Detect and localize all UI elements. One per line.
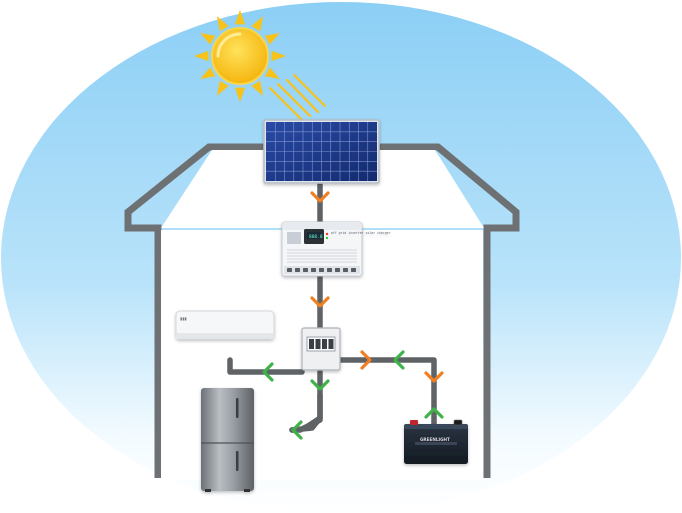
inverter-port: [335, 268, 340, 272]
solar-panel-icon: [263, 119, 380, 184]
sun-ray: [264, 67, 280, 79]
sun-ray: [200, 33, 216, 45]
solar-flow-arrows: [310, 191, 444, 383]
battery-icon: GREENLIGHT: [404, 419, 468, 464]
arrow-up-from-battery: [424, 407, 444, 419]
distribution-box-icon: [301, 327, 341, 371]
sun-ray: [271, 50, 286, 62]
inverter-port: [351, 268, 356, 272]
sun-ray: [234, 10, 246, 25]
arrow-down-panel-to-inverter: [310, 191, 330, 203]
inverter-icon: 888.8 off grid inverter solar charger: [281, 221, 391, 277]
sun-ray: [217, 80, 229, 96]
arrow-left-to-fridge: [291, 420, 303, 440]
ac-brand-mark: ▮▮▮: [180, 316, 187, 321]
sun-ray: [251, 80, 263, 96]
arrow-left-to-ac: [262, 362, 274, 382]
sun-icon: [194, 10, 286, 102]
branch-to-fridge: [289, 392, 323, 433]
inverter-label: off grid inverter solar charger: [331, 231, 391, 235]
air-conditioner-icon: ▮▮▮: [175, 310, 275, 340]
arrow-down-to-fridge: [310, 379, 330, 391]
sun-ray: [194, 50, 209, 62]
load-flow-arrows: [262, 350, 444, 440]
sun-ray: [251, 16, 263, 32]
inverter-port: [303, 268, 308, 272]
inverter-port: [295, 268, 300, 272]
arrow-down-to-battery: [424, 371, 444, 383]
inverter-port: [287, 268, 292, 272]
inverter-port: [319, 268, 324, 272]
sun-ray: [200, 67, 216, 79]
inverter-port: [343, 268, 348, 272]
arrow-down-inverter-to-box: [310, 296, 330, 308]
arrow-left-from-battery: [393, 350, 405, 370]
sun-ray: [234, 87, 246, 102]
refrigerator-icon: [201, 388, 254, 492]
inverter-port: [327, 268, 332, 272]
inverter-port: [311, 268, 316, 272]
arrow-right-box-to-battery: [360, 350, 372, 370]
battery-brand-label: GREENLIGHT: [420, 437, 450, 442]
sunlight-beam-icon: [268, 73, 327, 122]
inverter-display-readout: 888.8: [309, 234, 323, 240]
sun-ray: [264, 33, 280, 45]
sun-ray: [217, 16, 229, 32]
